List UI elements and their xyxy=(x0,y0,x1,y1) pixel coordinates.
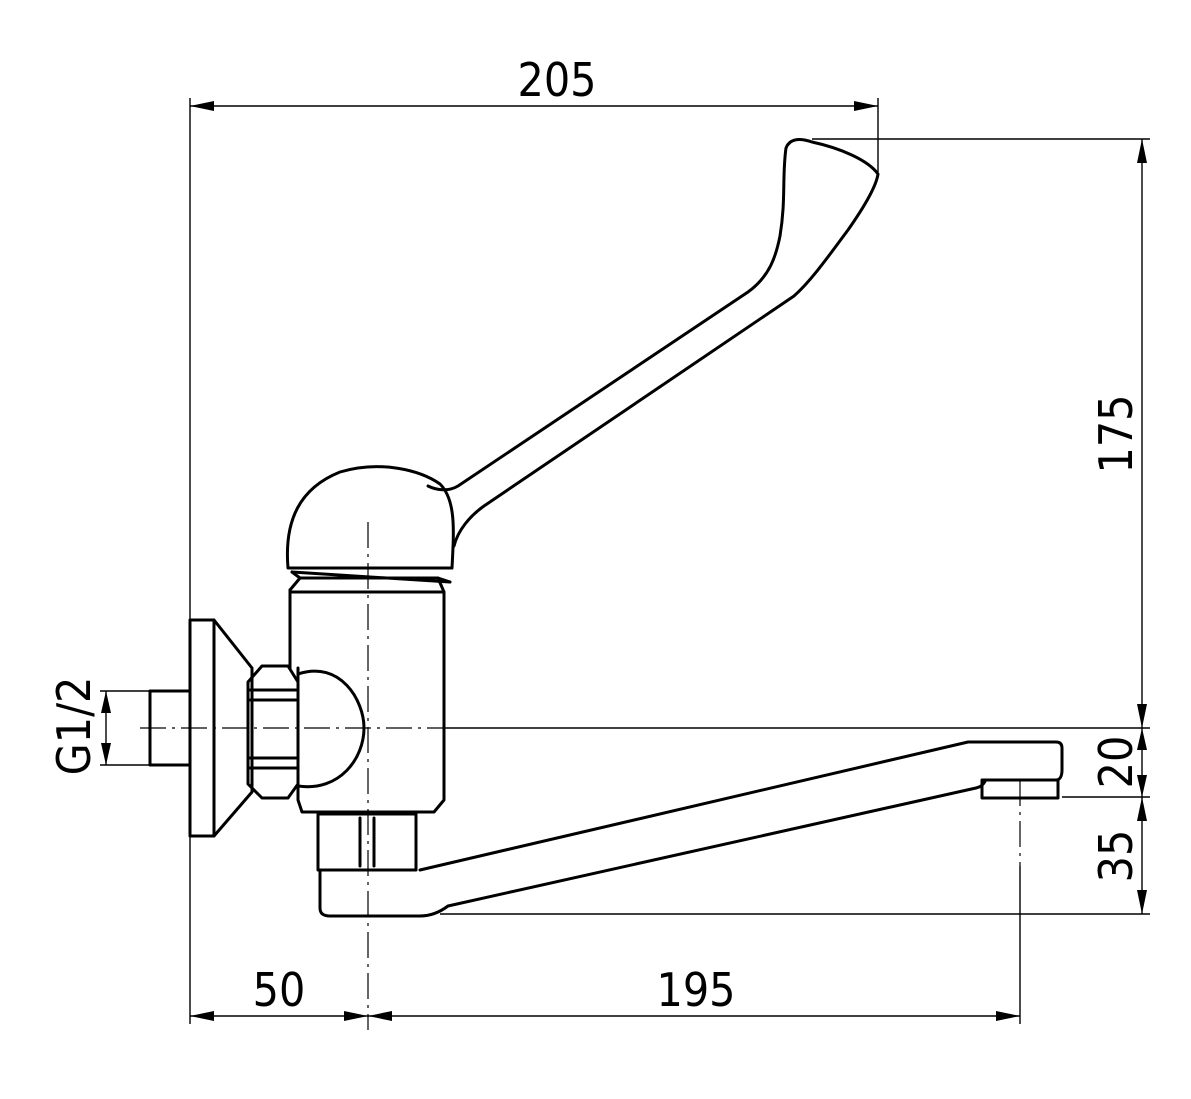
handle-hub xyxy=(285,465,455,570)
dimension-overall-height: 175 xyxy=(1089,395,1143,474)
dimension-spout-offset: 20 xyxy=(1089,736,1143,789)
dimension-wall-to-axis: 50 xyxy=(253,963,306,1017)
dimension-overall-width: 205 xyxy=(518,53,597,107)
dimension-lines xyxy=(101,101,1147,1021)
connector-dome xyxy=(296,669,366,789)
faucet-outline xyxy=(148,138,1064,918)
center-lines xyxy=(140,522,1021,1030)
extension-lines xyxy=(100,98,1150,1024)
dimension-spout-drop: 35 xyxy=(1089,830,1143,883)
dimension-spout-reach: 195 xyxy=(657,963,736,1017)
lower-valve xyxy=(316,812,418,872)
dimension-thread: G1/2 xyxy=(47,677,101,776)
hex-nut xyxy=(246,664,300,800)
lever-handle xyxy=(426,138,880,548)
dimension-labels: 205 175 20 35 50 195 G1/2 xyxy=(47,53,1143,1017)
mixer-body xyxy=(288,576,446,814)
swivel-spout xyxy=(318,740,1064,918)
